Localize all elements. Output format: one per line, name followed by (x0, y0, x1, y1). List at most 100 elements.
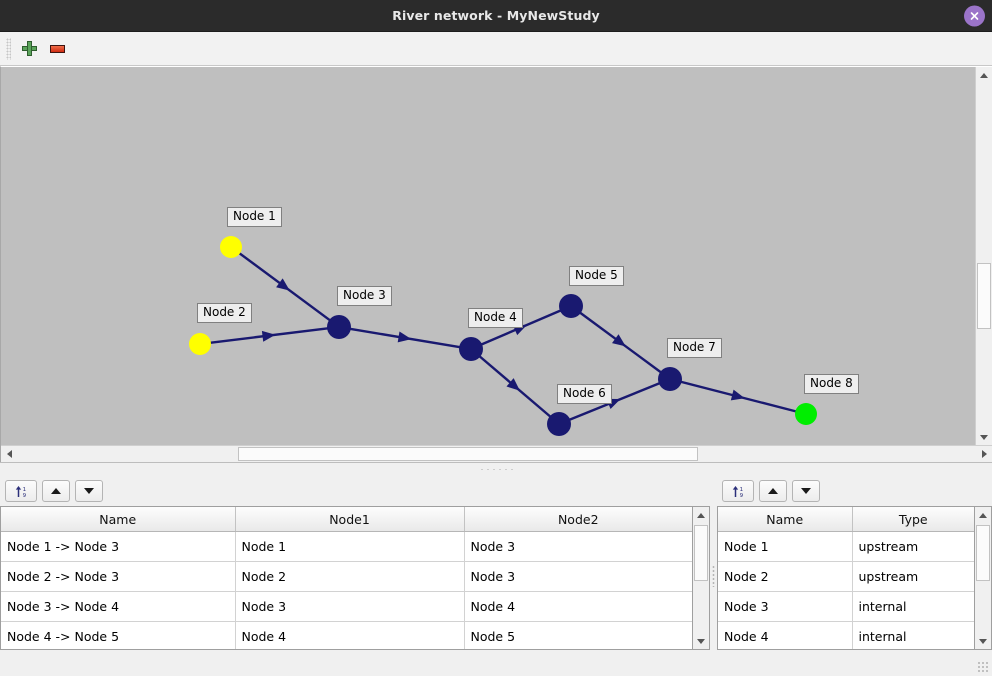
graph-node-label[interactable]: Node 3 (337, 286, 392, 306)
nodes-column-header[interactable]: Name (718, 507, 853, 532)
table-cell[interactable]: Node 5 (464, 621, 692, 649)
svg-text:1: 1 (22, 487, 26, 493)
remove-node-button[interactable] (43, 35, 71, 63)
nodes-move-down-button[interactable] (792, 480, 820, 502)
main-toolbar (0, 32, 992, 66)
table-cell[interactable]: Node 4 (235, 621, 465, 649)
table-cell[interactable]: internal (852, 591, 974, 622)
canvas-vertical-scrollbar[interactable] (975, 67, 992, 445)
scroll-up-arrow[interactable] (976, 67, 992, 83)
branches-move-up-button[interactable] (42, 480, 70, 502)
canvas-vscroll-thumb[interactable] (977, 263, 991, 329)
nodes-column-header[interactable]: Type (852, 507, 974, 532)
branches-column-header[interactable]: Node1 (235, 507, 465, 532)
canvas-horizontal-scrollbar[interactable] (1, 445, 992, 462)
graph-edge-arrow (261, 330, 276, 342)
close-icon[interactable] (964, 5, 985, 26)
branches-toolbar: 1 9 (0, 476, 710, 506)
graph-node[interactable] (189, 333, 211, 355)
table-cell[interactable]: Node 3 (464, 561, 692, 592)
table-cell[interactable]: Node 1 (235, 531, 465, 562)
table-cell[interactable]: Node 4 -> Node 5 (1, 621, 236, 649)
table-cell[interactable]: Node 1 (718, 531, 853, 562)
table-cell[interactable]: internal (852, 621, 974, 649)
table-cell[interactable]: Node 3 -> Node 4 (1, 591, 236, 622)
branches-scroll-up-arrow[interactable] (693, 507, 709, 523)
graph-edge-arrow (612, 334, 626, 347)
graph-edge-arrow (397, 331, 412, 343)
branches-move-down-button[interactable] (75, 480, 103, 502)
graph-node[interactable] (795, 403, 817, 425)
triangle-down-icon (84, 488, 94, 494)
horizontal-splitter[interactable] (0, 462, 992, 476)
graph-node-label[interactable]: Node 2 (197, 303, 252, 323)
branches-scroll-down-arrow[interactable] (693, 633, 709, 649)
nodes-vscroll-track[interactable] (975, 523, 991, 633)
graph-node-label[interactable]: Node 7 (667, 338, 722, 358)
graph-node[interactable] (220, 236, 242, 258)
svg-text:9: 9 (22, 493, 26, 499)
branches-column-header[interactable]: Name (1, 507, 236, 532)
table-cell[interactable]: Node 4 (464, 591, 692, 622)
table-cell[interactable]: Node 4 (718, 621, 853, 649)
branches-sort-button[interactable]: 1 9 (5, 480, 37, 502)
graph-node-label[interactable]: Node 1 (227, 207, 282, 227)
table-cell[interactable]: Node 3 (718, 591, 853, 622)
graph-node-label[interactable]: Node 8 (804, 374, 859, 394)
vertical-splitter[interactable] (710, 476, 717, 676)
window-resize-grip[interactable] (977, 661, 990, 674)
graph-node[interactable] (658, 367, 682, 391)
table-cell[interactable]: upstream (852, 531, 974, 562)
nodes-scroll-up-arrow[interactable] (975, 507, 991, 523)
branches-column-header[interactable]: Node2 (464, 507, 692, 532)
table-cell[interactable]: upstream (852, 561, 974, 592)
nodes-toolbar: 1 9 (717, 476, 992, 506)
scroll-down-arrow[interactable] (976, 429, 992, 445)
add-node-button[interactable] (15, 35, 43, 63)
toolbar-grip[interactable] (6, 37, 11, 60)
nodes-vertical-scrollbar[interactable] (975, 506, 992, 650)
branches-vertical-scrollbar[interactable] (693, 506, 710, 650)
table-cell[interactable]: Node 3 (235, 591, 465, 622)
graph-node-label[interactable]: Node 4 (468, 308, 523, 328)
table-cell[interactable]: Node 2 (235, 561, 465, 592)
scroll-left-arrow[interactable] (1, 446, 17, 462)
nodes-scroll-down-arrow[interactable] (975, 633, 991, 649)
canvas-vscroll-track[interactable] (976, 83, 992, 429)
graph-node[interactable] (327, 315, 351, 339)
table-cell[interactable]: Node 2 (718, 561, 853, 592)
canvas-hscroll-thumb[interactable] (238, 447, 698, 461)
graph-node[interactable] (547, 412, 571, 436)
branches-vscroll-track[interactable] (693, 523, 709, 633)
graph-node-label[interactable]: Node 6 (557, 384, 612, 404)
nodes-vscroll-thumb[interactable] (976, 525, 990, 581)
graph-node-label[interactable]: Node 5 (569, 266, 624, 286)
table-cell[interactable]: Node 2 -> Node 3 (1, 561, 236, 592)
nodes-sort-button[interactable]: 1 9 (722, 480, 754, 502)
graph-node[interactable] (459, 337, 483, 361)
table-cell[interactable]: Node 3 (464, 531, 692, 562)
nodes-move-up-button[interactable] (759, 480, 787, 502)
splitter-grip (479, 468, 513, 471)
graph-node[interactable] (559, 294, 583, 318)
scroll-right-arrow[interactable] (976, 446, 992, 462)
branches-vscroll-thumb[interactable] (694, 525, 708, 581)
table-cell[interactable]: Node 1 -> Node 3 (1, 531, 236, 562)
network-canvas[interactable]: Node 1 Node 2 Node 3 Node 4 Node 5 Node 6 Node… (0, 66, 992, 462)
